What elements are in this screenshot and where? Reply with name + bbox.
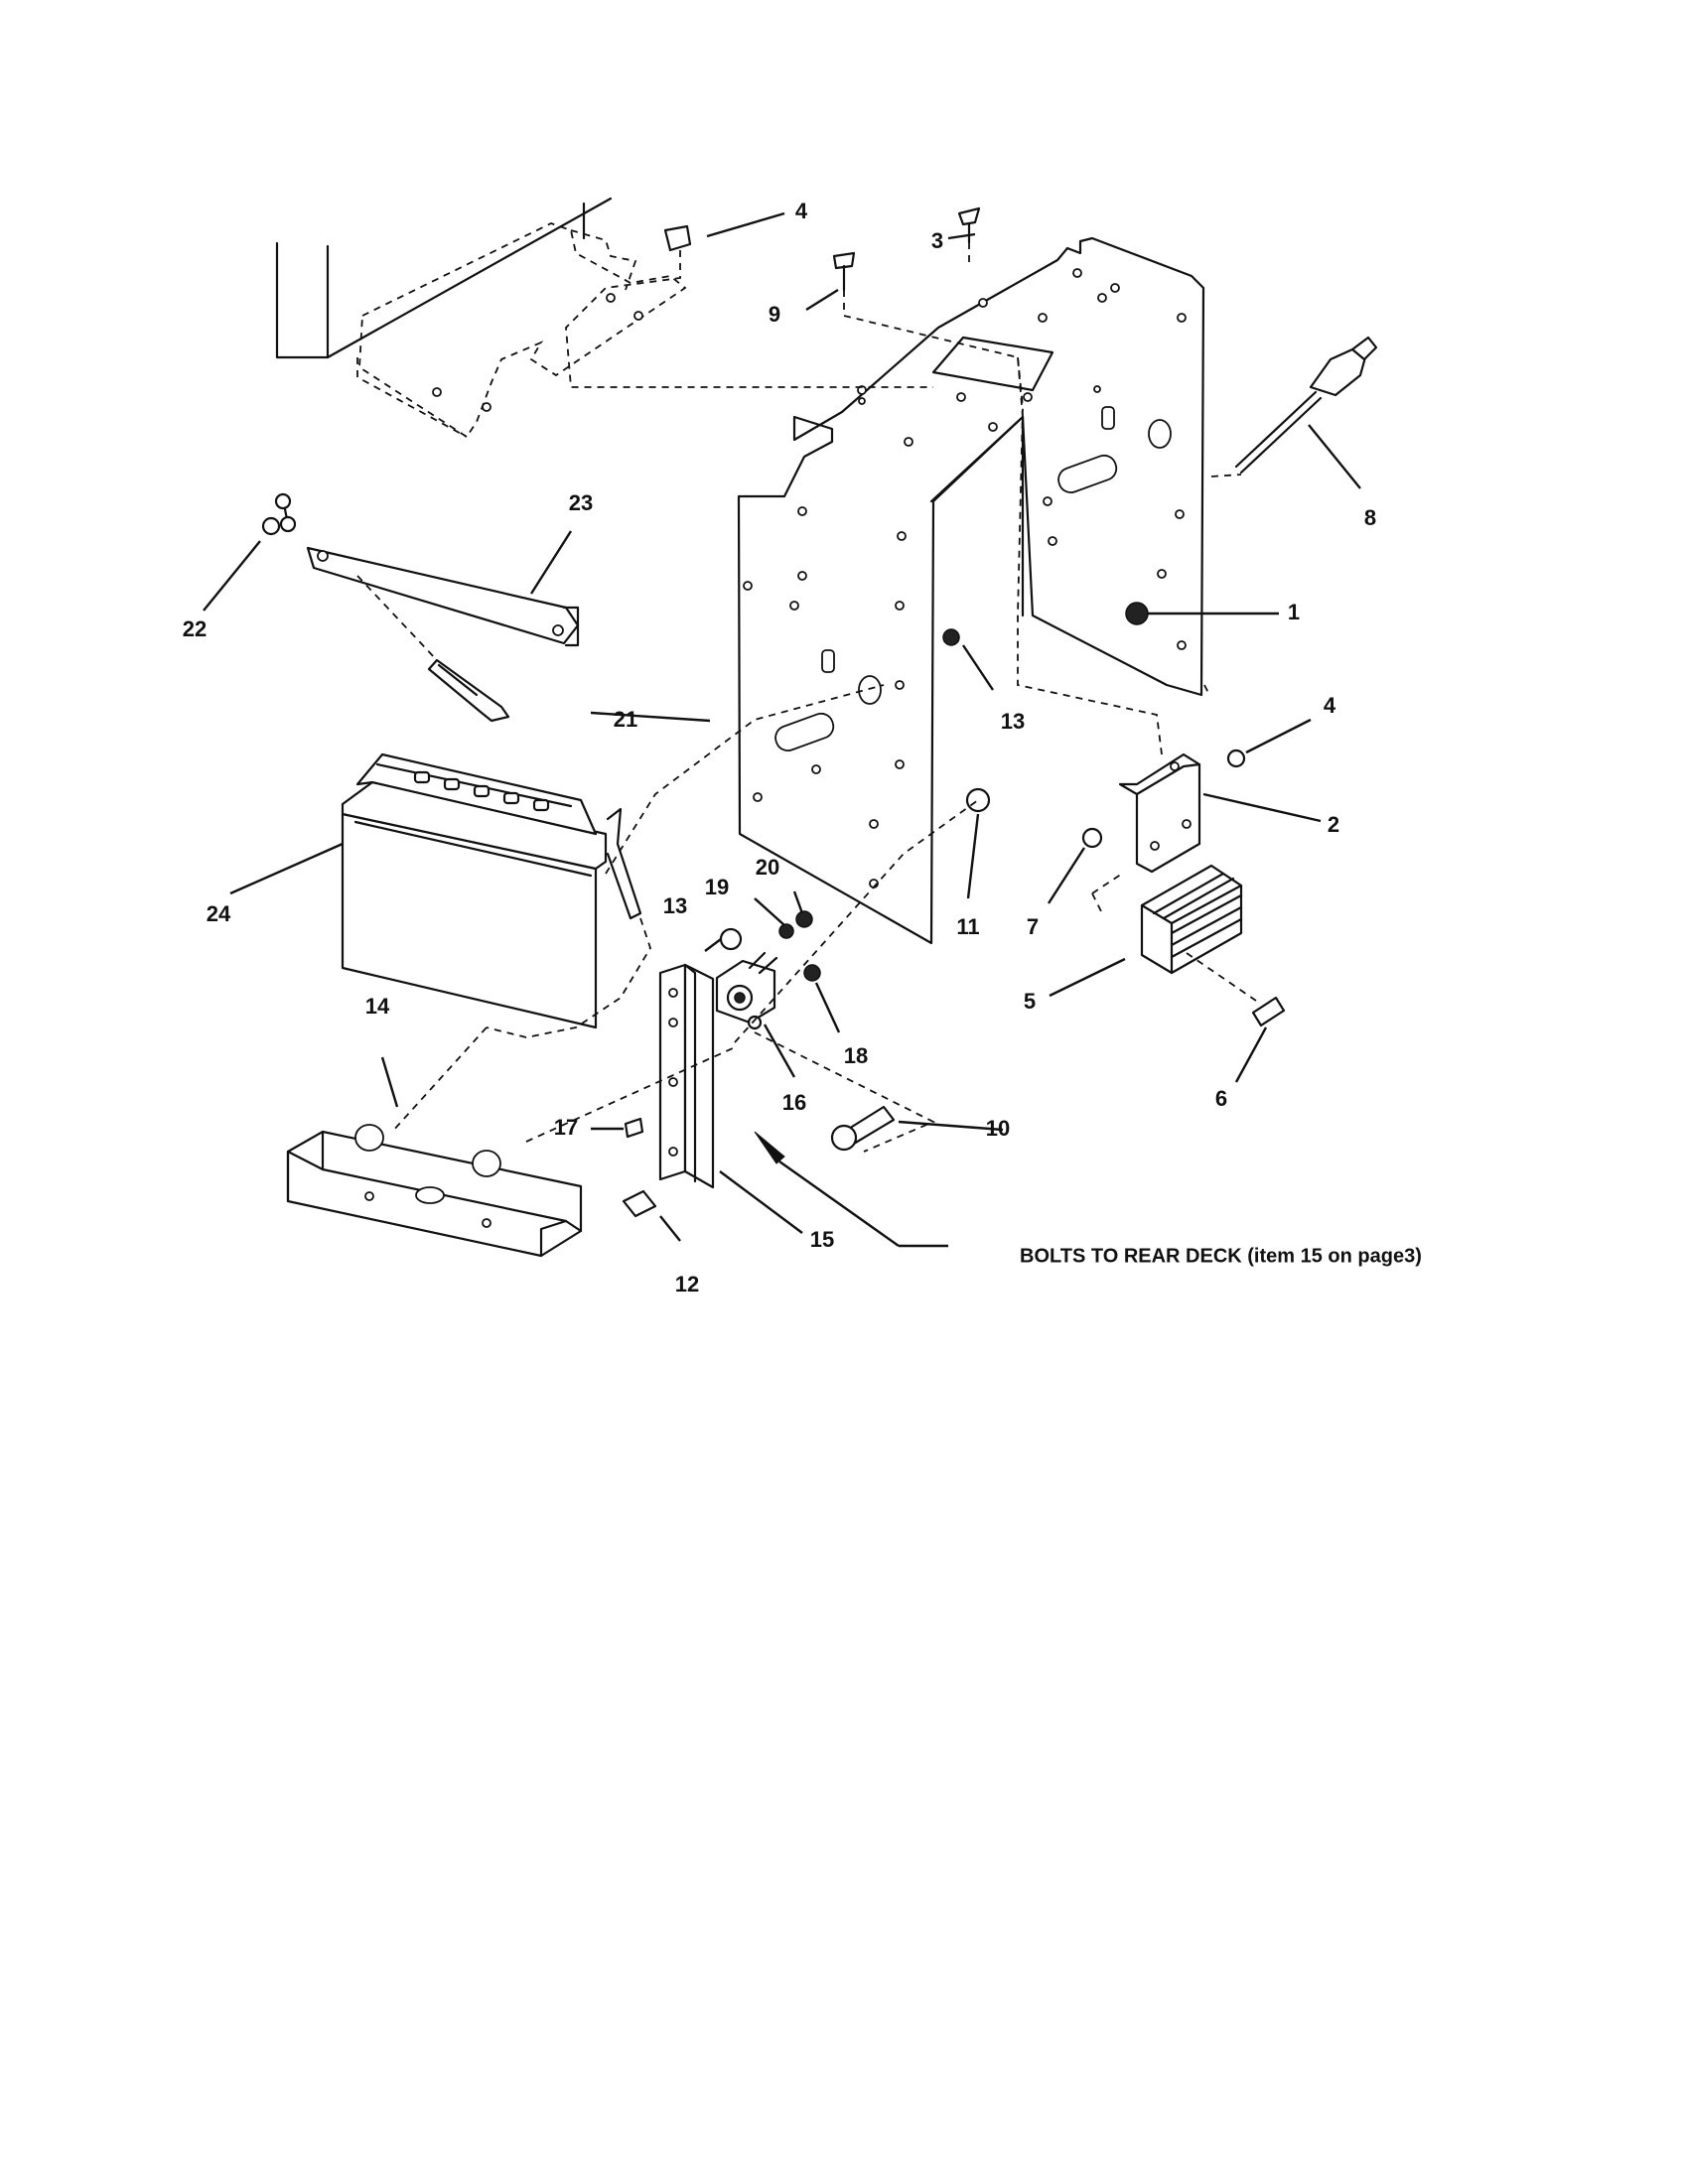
callout-23: 23 — [569, 490, 593, 515]
starter-solenoid — [715, 951, 778, 1030]
alignment-lines — [356, 242, 1257, 1153]
voltage-regulator — [1140, 864, 1243, 975]
callout-3: 3 — [931, 228, 943, 253]
callout-6: 6 — [1215, 1086, 1227, 1111]
nut-13-lower — [719, 927, 743, 951]
screw-17 — [624, 1117, 644, 1139]
callout-16: 16 — [782, 1090, 806, 1115]
leader-lines — [203, 211, 1361, 1248]
bolt-9 — [832, 251, 856, 270]
callout-20: 20 — [756, 855, 779, 880]
callout-5: 5 — [1024, 989, 1036, 1014]
callout-19: 19 — [705, 875, 729, 899]
callout-8: 8 — [1364, 505, 1376, 530]
bolt-12 — [622, 1189, 657, 1218]
nut-18 — [803, 964, 821, 982]
callout-13-upper: 13 — [1001, 709, 1025, 734]
screw-6 — [1251, 996, 1286, 1027]
battery-hold-down — [261, 492, 580, 723]
key-switch — [1234, 336, 1378, 475]
callout-numbers: 1 2 3 4 4 5 6 7 8 9 10 11 12 13 13 14 15… — [183, 199, 1376, 1297]
nut-4-upper — [663, 224, 692, 252]
battery — [341, 752, 642, 1029]
screw-3 — [957, 206, 981, 226]
callout-14: 14 — [365, 994, 390, 1019]
nut-4-lower — [1226, 749, 1246, 768]
callout-4-lower: 4 — [1324, 693, 1336, 718]
solenoid-bracket — [658, 963, 715, 1189]
regulator-bracket — [1118, 752, 1201, 874]
dash-panel — [737, 236, 1205, 945]
callout-12: 12 — [675, 1272, 699, 1297]
callout-11: 11 — [956, 914, 979, 939]
callout-4-upper: 4 — [795, 199, 808, 223]
nut-7 — [1081, 827, 1103, 849]
callout-18: 18 — [844, 1043, 868, 1068]
nut-20 — [795, 910, 813, 928]
nut-19 — [778, 923, 794, 939]
callout-1: 1 — [1288, 600, 1300, 624]
rear-deck-note: BOLTS TO REAR DECK (item 15 on page3) — [1020, 1245, 1422, 1267]
battery-tray — [286, 1124, 583, 1258]
callout-13-lower: 13 — [663, 893, 687, 918]
rear-deck-outline — [275, 197, 687, 439]
callout-24: 24 — [207, 901, 231, 926]
callout-21: 21 — [614, 707, 637, 732]
callout-7: 7 — [1027, 914, 1039, 939]
callout-17: 17 — [554, 1115, 578, 1140]
callout-10: 10 — [986, 1116, 1010, 1141]
callout-22: 22 — [183, 616, 207, 641]
callout-2: 2 — [1328, 812, 1339, 837]
callout-15: 15 — [810, 1227, 834, 1252]
callout-9: 9 — [769, 302, 780, 327]
